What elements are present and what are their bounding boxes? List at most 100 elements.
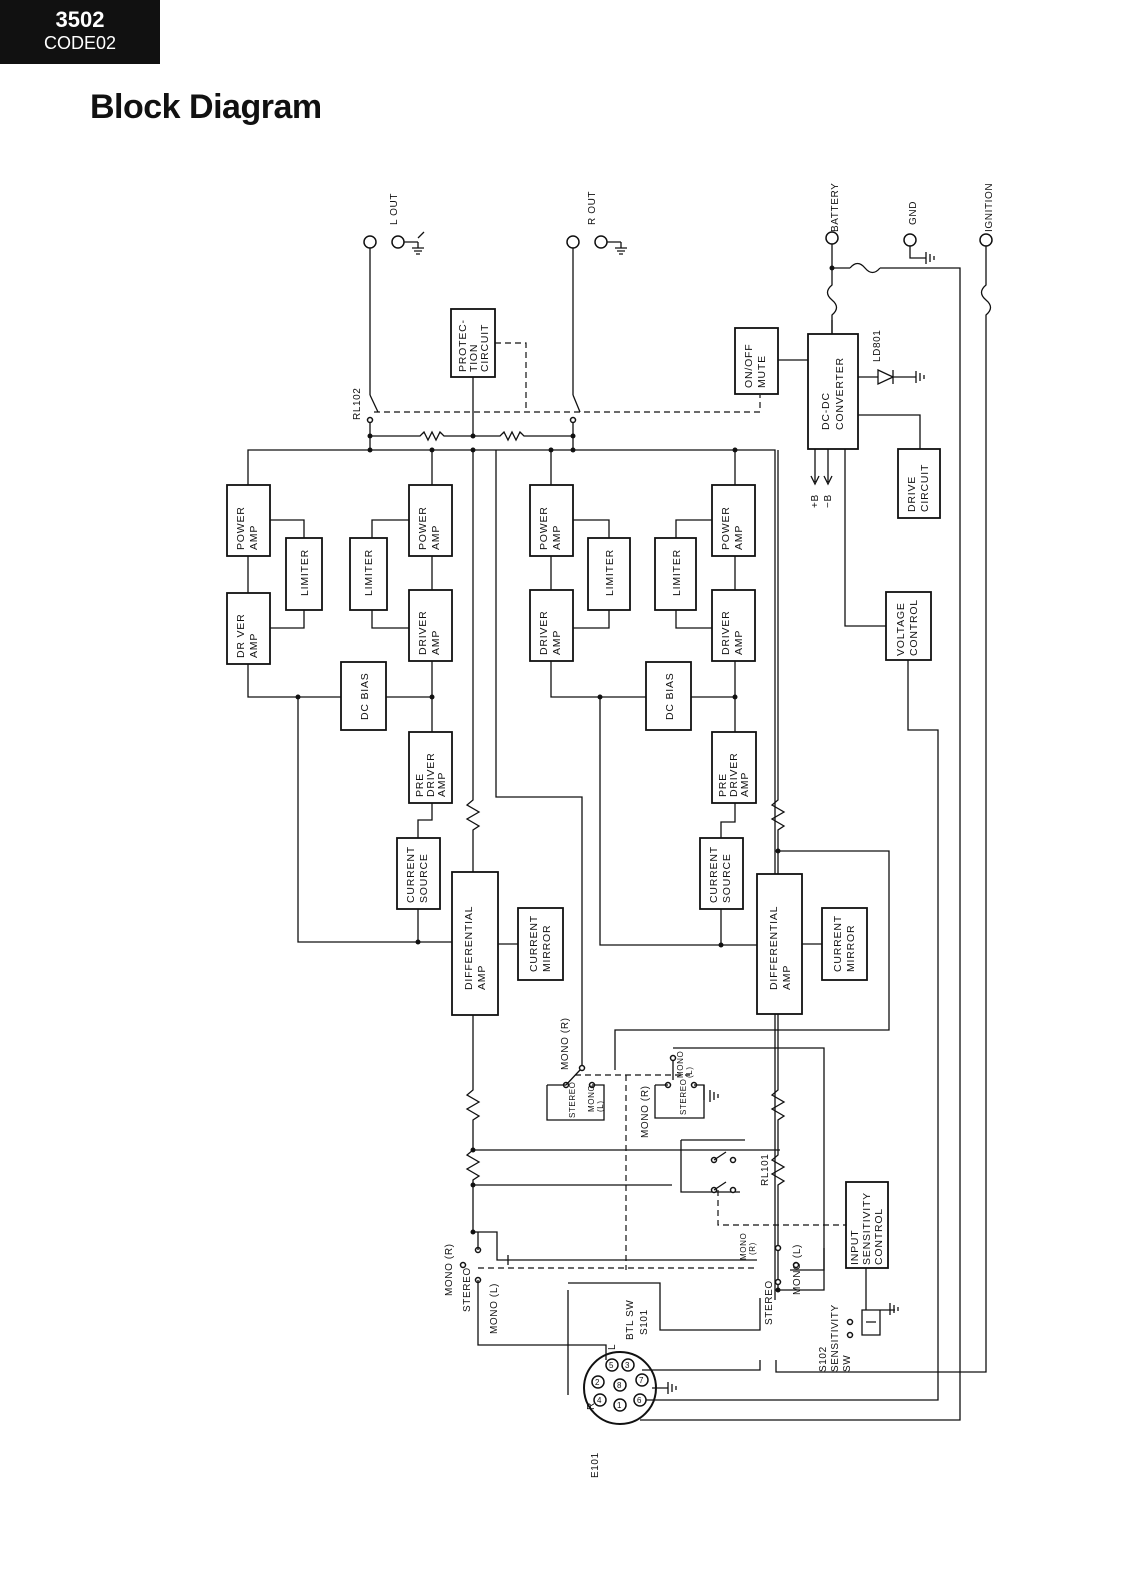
current-source-2-text-2: SOURCE <box>721 853 733 903</box>
power-amp-4-text-1: POWER <box>720 506 732 550</box>
pre-driver-amp-2-text-2: DRIVER <box>728 753 740 797</box>
sw-label: SW <box>842 1355 853 1372</box>
differential-amp-2-text-2: AMP <box>781 965 793 990</box>
limiter-block-1 <box>285 537 323 611</box>
driver-amp-1-text-2: AMP <box>248 633 260 658</box>
current-mirror-2-text-1: CURRENT <box>832 915 844 972</box>
pin-8: 8 <box>617 1381 622 1390</box>
protection-circuit-text-3: CIRCUIT <box>479 324 491 372</box>
protection-circuit-text-1: PROTEC- <box>457 319 469 372</box>
current-mirror-1-text-1: CURRENT <box>528 915 540 972</box>
limiter-2-text: LIMITER <box>363 549 375 596</box>
rl101-relay: RL101 <box>680 1139 846 1226</box>
dc-dc-converter-block <box>807 333 859 450</box>
stereo-small-label-2: STEREO <box>679 1079 688 1116</box>
protection-circuit-text-2: TION <box>468 344 480 372</box>
mono-r-small-label: MONO <box>739 1233 748 1260</box>
battery-terminal: BATTERY <box>640 183 961 1421</box>
right-channel-amplifier: POWER AMP LIMITER DRIVER AMP POWER AMP L… <box>529 450 890 1290</box>
limiter-4-text: LIMITER <box>671 549 683 596</box>
power-amp-1-text-1: POWER <box>235 506 247 550</box>
mono-r-small-label-b: (R) <box>748 1242 757 1255</box>
pin-4: 4 <box>597 1396 602 1405</box>
btl-sw-label: BTL SW <box>625 1300 636 1340</box>
battery-label: BATTERY <box>830 183 841 232</box>
driver-amp-block-2 <box>408 589 453 662</box>
power-amp-block-4 <box>711 484 756 557</box>
drive-circuit-text-1: DRIVE <box>906 476 918 512</box>
limiter-1-text: LIMITER <box>299 549 311 596</box>
mono-r-label-upper: MONO (R) <box>560 1017 571 1070</box>
on-off-mute-text-2: MUTE <box>756 355 768 388</box>
stereo-label-left: STEREO <box>462 1267 473 1312</box>
driver-amp-4-text-1: DRIVER <box>720 611 732 655</box>
differential-amp-1-text-1: DIFFERENTIAL <box>463 906 475 990</box>
dc-dc-converter-text-1: DC-DC <box>820 392 832 430</box>
model-code: CODE02 <box>43 33 117 53</box>
power-amp-block-2 <box>408 484 453 557</box>
connector-r-label: R <box>586 1402 597 1410</box>
pin-3: 3 <box>625 1361 630 1370</box>
connector-e101: L R 5 3 2 8 7 4 1 6 E101 <box>583 1344 761 1478</box>
voltage-control-text-2: CONTROL <box>908 599 920 656</box>
limiter-block-3 <box>587 537 631 611</box>
drive-circuit-text-2: CIRCUIT <box>919 464 931 512</box>
gnd-terminal: GND <box>903 201 935 264</box>
pre-driver-amp-block-1 <box>408 731 453 804</box>
mono-l-label-left: MONO (L) <box>489 1283 500 1334</box>
current-mirror-1-text-2: MIRROR <box>541 925 553 972</box>
power-amp-block-1 <box>226 484 271 557</box>
current-mirror-block-2 <box>821 907 868 981</box>
driver-amp-4-text-2: AMP <box>733 630 745 655</box>
current-source-block-1 <box>396 837 441 910</box>
pre-driver-amp-2-text-1: PRE <box>717 773 729 797</box>
dc-bias-block-2 <box>645 661 692 731</box>
driver-amp-2-text-2: AMP <box>430 630 442 655</box>
pin-7: 7 <box>639 1376 644 1385</box>
current-source-1-text-2: SOURCE <box>418 853 430 903</box>
stereo-label-right: STEREO <box>764 1280 775 1325</box>
mono-r-label-lower: MONO (R) <box>444 1243 455 1296</box>
l-out-terminal: L OUT <box>363 193 425 395</box>
driver-amp-2-text-1: DRIVER <box>417 611 429 655</box>
r-out-terminal: R OUT <box>566 191 627 395</box>
input-sensitivity-text-3: CONTROL <box>873 1208 885 1265</box>
power-amp-3-text-1: POWER <box>538 506 550 550</box>
mono-l-small-label-2: MONO <box>676 1051 685 1078</box>
s102-label: S102 <box>818 1346 829 1372</box>
s101-label: S101 <box>639 1309 650 1335</box>
driver-amp-3-text-2: AMP <box>551 630 563 655</box>
power-supply-section: ON/OFF MUTE DC-DC CONVERTER LD801 DRIVE … <box>640 320 941 1401</box>
ignition-terminal: IGNITION <box>775 183 995 1373</box>
protection-circuit-block <box>450 308 496 378</box>
plus-b-label: +B <box>810 494 821 508</box>
input-sensitivity-section: INPUT SENSITIVITY CONTROL S102 SENSITIVI… <box>818 1181 899 1372</box>
on-off-mute-block <box>734 327 779 395</box>
pre-driver-amp-block-2 <box>711 731 757 804</box>
differential-amp-2-text-1: DIFFERENTIAL <box>768 906 780 990</box>
mono-l-small-label-1b: (L) <box>596 1100 605 1112</box>
mono-l-small-label-2b: (L) <box>685 1066 694 1078</box>
driver-amp-3-text-1: DRIVER <box>538 611 550 655</box>
input-sensitivity-control-block <box>845 1181 889 1269</box>
dc-bias-1-text: DC BIAS <box>359 672 371 720</box>
mono-stereo-switches: MONO (R) STEREO MONO (L) MONO (R) STEREO… <box>546 1017 825 1271</box>
dc-dc-converter-text-2: CONVERTER <box>834 357 846 430</box>
pre-driver-amp-1-text-2: DRIVER <box>425 753 437 797</box>
btl-switch-section: MONO (R) STEREO MONO (L) BTL SW S101 MON… <box>444 1231 825 1395</box>
model-badge: 3502 CODE02 <box>0 0 160 64</box>
pre-driver-amp-2-text-3: AMP <box>739 772 751 797</box>
output-relay-section: PROTEC- TION CIRCUIT RL102 <box>247 308 776 1300</box>
current-source-1-text-1: CURRENT <box>405 846 417 903</box>
page-title: Block Diagram <box>90 88 322 126</box>
power-amp-1-text-2: AMP <box>248 525 260 550</box>
differential-amp-block-1 <box>451 871 499 1016</box>
ignition-label: IGNITION <box>984 183 995 232</box>
rl102-label: RL102 <box>352 388 363 420</box>
connector-l-label: L <box>607 1344 618 1350</box>
voltage-control-block <box>885 591 932 661</box>
gnd-label: GND <box>908 201 919 225</box>
limiter-block-4 <box>654 537 697 611</box>
minus-b-label: −B <box>823 494 834 508</box>
